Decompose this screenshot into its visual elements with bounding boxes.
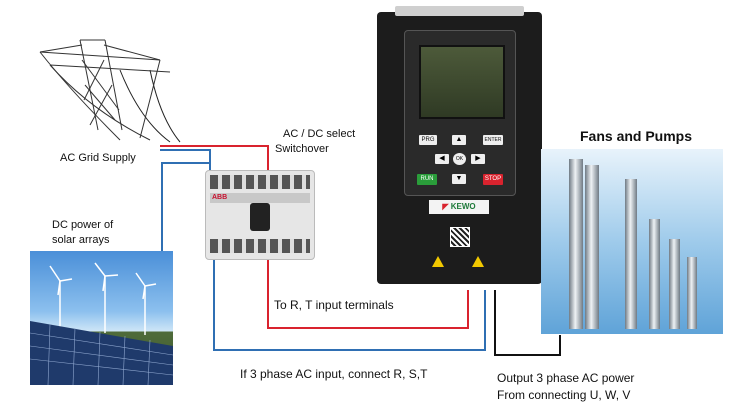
grid-cable-2: [149, 69, 181, 143]
brand-logo-icon: ◤: [442, 202, 449, 211]
black-wire-output: [494, 290, 561, 356]
prg-button[interactable]: PRG: [419, 135, 437, 145]
switch-top-terminals: [210, 175, 310, 189]
red-wire-rt: [267, 255, 469, 329]
switch-brand: ABB: [211, 194, 228, 201]
red-wire-grid: [160, 145, 269, 175]
ok-button[interactable]: OK: [453, 153, 466, 165]
inverter-brand-plate: ◤ KEWO: [429, 200, 489, 214]
ac3-input-label: If 3 phase AC input, connect R, S,T: [240, 367, 428, 381]
inverter-brand: KEWO: [450, 202, 476, 211]
inverter-keypad-panel: PRG ▲ ENTER ◀ OK ▶ RUN ▼ STOP: [404, 30, 516, 196]
inverter-top-bracket: [395, 6, 524, 16]
switch-brand-strip: ABB: [210, 193, 310, 203]
switch-bottom-terminals: [210, 239, 310, 253]
output-label-line1: Output 3 phase AC power: [497, 371, 635, 385]
fans-pumps-label: Fans and Pumps: [580, 128, 693, 144]
pump-cylinders: [569, 159, 697, 329]
blue-wire-ac3: [213, 255, 486, 351]
pumps-image: [541, 149, 723, 334]
stop-button[interactable]: STOP: [483, 174, 503, 185]
wind-turbines: [30, 262, 173, 385]
left-button[interactable]: ◀: [435, 154, 449, 164]
enter-button[interactable]: ENTER: [483, 135, 503, 145]
inverter-unit: PRG ▲ ENTER ◀ OK ▶ RUN ▼ STOP ◤ KEWO: [377, 6, 542, 284]
down-button[interactable]: ▼: [452, 174, 466, 184]
solar-array-image: [30, 251, 173, 385]
up-button[interactable]: ▲: [452, 135, 466, 145]
switch-knob[interactable]: [250, 203, 270, 231]
warning-icon-2: [472, 256, 484, 267]
solar-label-line2: solar arrays: [52, 234, 110, 246]
output-label-line2: From connecting U, W, V: [497, 388, 631, 402]
qr-code-icon: [450, 227, 470, 247]
solar-label-line1: DC power of: [52, 219, 114, 231]
run-button[interactable]: RUN: [417, 174, 437, 185]
grid-cable: [119, 69, 171, 143]
right-button[interactable]: ▶: [471, 154, 485, 164]
warning-icon: [432, 256, 444, 267]
inverter-lcd-screen: [419, 45, 505, 119]
switchover-unit: ABB: [205, 170, 315, 260]
switch-label-line2: Switchover: [275, 143, 329, 155]
grid-label: AC Grid Supply: [60, 152, 136, 164]
blue-wire-solar: [161, 162, 210, 265]
switch-label-line1: AC / DC select: [283, 128, 356, 140]
rt-terminals-label: To R, T input terminals: [274, 298, 394, 312]
